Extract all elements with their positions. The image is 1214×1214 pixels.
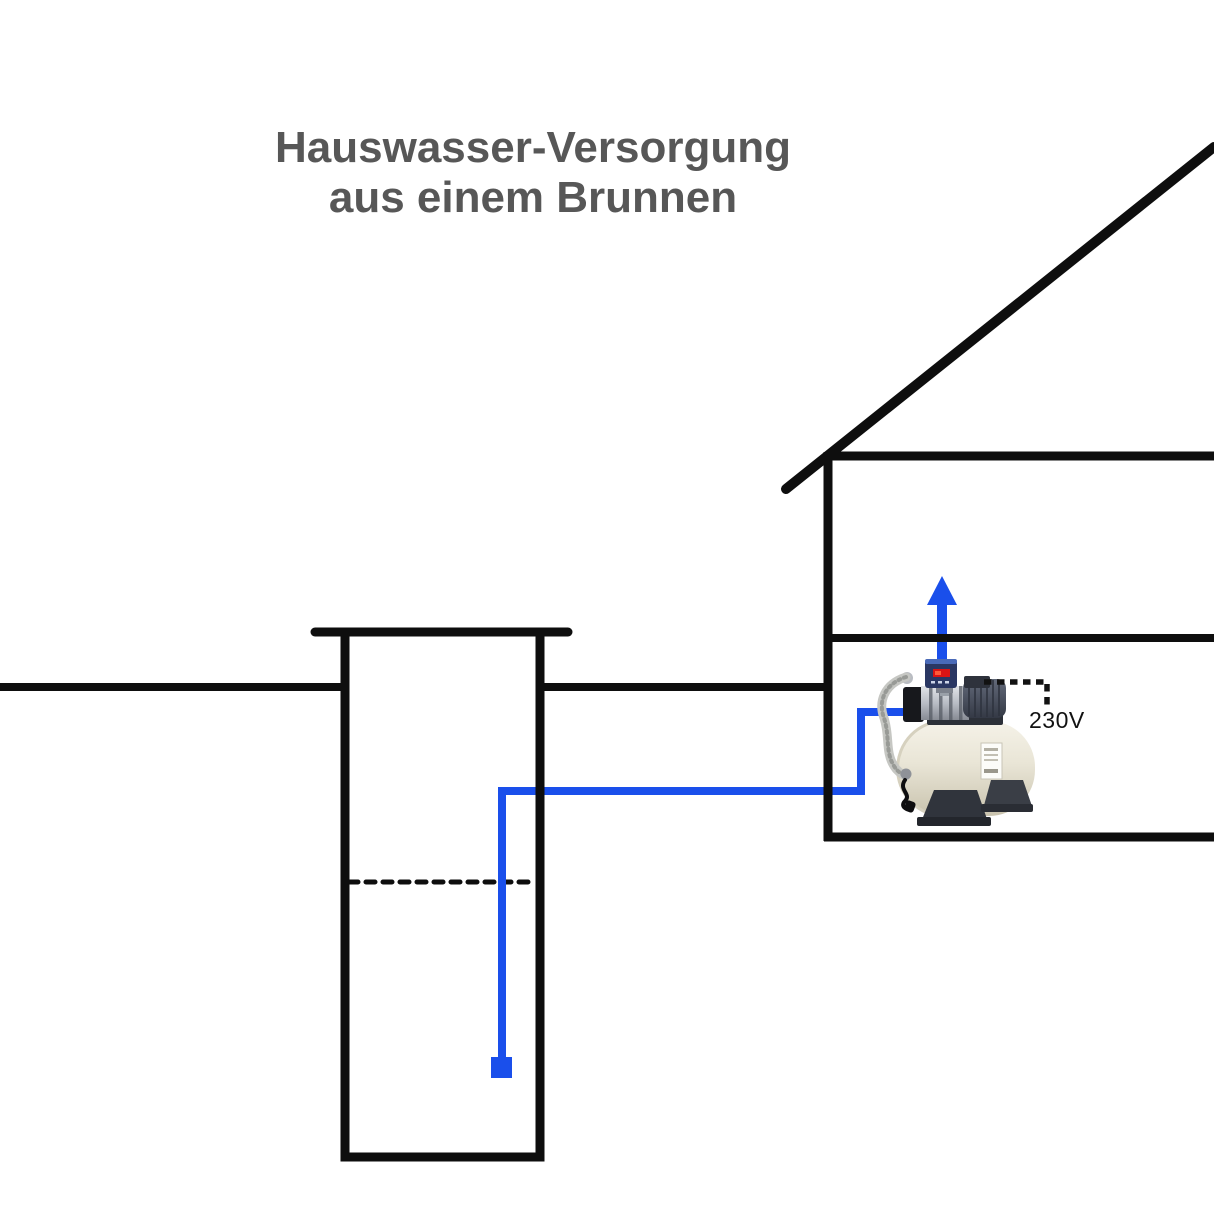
up-arrow-icon — [927, 576, 957, 667]
pressure-controller-trim — [925, 659, 957, 664]
controller-display-glow — [935, 671, 941, 675]
tank-label-line — [984, 769, 998, 773]
diagram-title-line1: Hauswasser-Versorgung — [275, 123, 791, 172]
diagram-title: Hauswasser-Versorgung aus einem Brunnen — [133, 123, 933, 223]
pump-head — [903, 687, 924, 722]
dashed-power-line — [984, 679, 1050, 710]
tank-label-line — [984, 748, 998, 751]
up-arrow-head — [927, 576, 957, 605]
up-arrow-shaft — [937, 597, 947, 667]
structure-lines — [0, 142, 1214, 1162]
pump-motor — [963, 679, 1006, 718]
tank-foot-right — [983, 780, 1033, 809]
tank-foot-left — [921, 790, 988, 822]
tank-foot-right-base — [981, 804, 1033, 812]
motor-terminal-box — [964, 676, 990, 688]
pump-with-pressure-tank-illustration — [877, 659, 1035, 826]
tank-label-line — [984, 754, 998, 756]
tank-foot-left-base — [917, 817, 991, 826]
voltage-label: 230V — [1029, 707, 1085, 733]
diagram-title-line2: aus einem Brunnen — [328, 173, 738, 222]
controller-connector-nut — [936, 688, 953, 693]
power-plug — [904, 800, 916, 813]
pump-stage-rings — [929, 686, 963, 720]
suction-pipe-run — [498, 708, 914, 1060]
suction-foot-square-icon — [491, 1057, 512, 1078]
flexible-hose-corrugation — [879, 675, 908, 778]
roof-line — [781, 142, 1214, 494]
well-shaft-walls — [340, 630, 545, 1162]
tank-label-line — [984, 759, 998, 761]
controller-buttons — [931, 681, 949, 684]
hose-bottom-fitting — [900, 768, 912, 780]
controller-display — [933, 669, 950, 677]
suction-pipe — [491, 708, 914, 1078]
